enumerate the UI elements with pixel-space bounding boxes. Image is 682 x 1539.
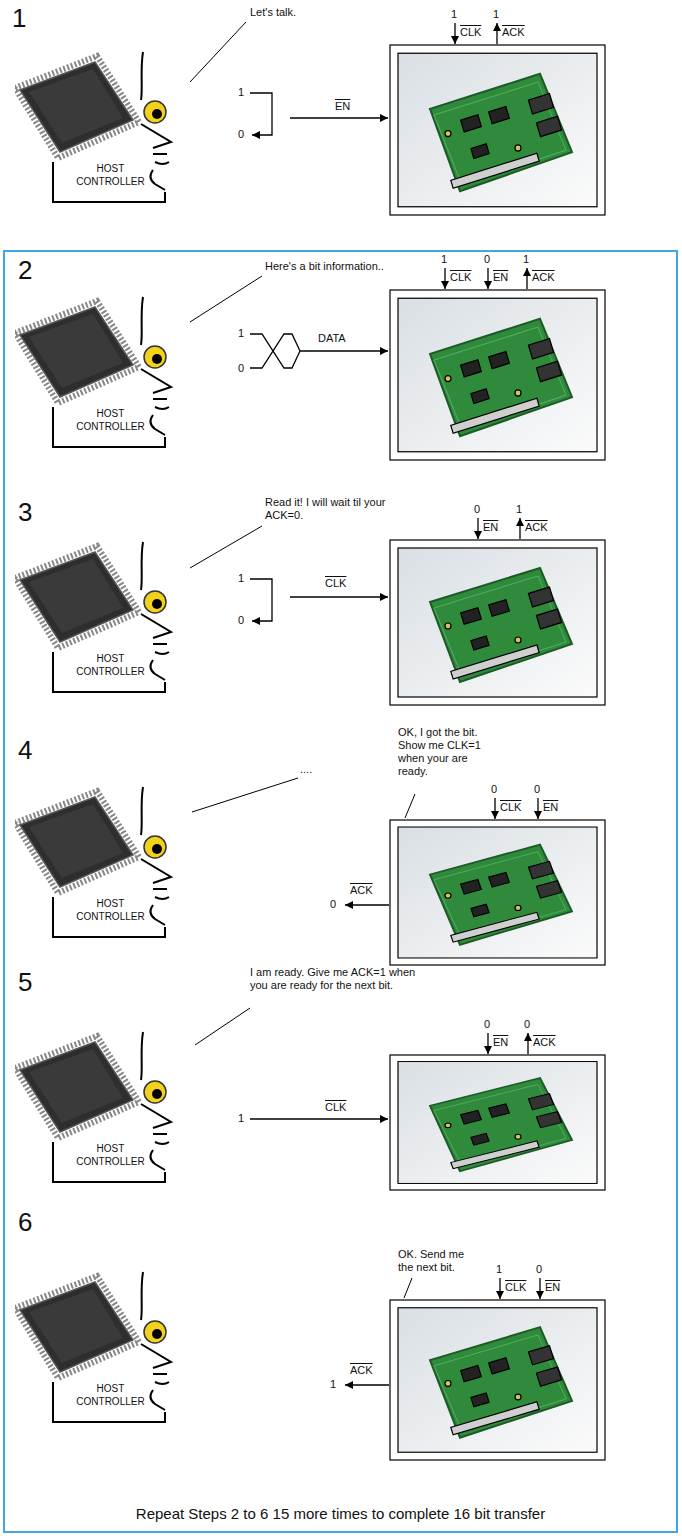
- host-label: HOST CONTROLLER: [63, 897, 158, 923]
- signal-name: DATA: [318, 332, 346, 345]
- signal-name: EN: [335, 100, 350, 113]
- signal-value: 0: [238, 614, 244, 627]
- step-number: 2: [18, 256, 32, 284]
- signal-value: 1: [238, 1112, 244, 1125]
- signal-value: 0: [536, 1263, 542, 1276]
- signal-name: EN: [543, 801, 558, 814]
- signal-name: EN: [493, 271, 508, 284]
- speech-text: Read it! I will wait til your ACK=0.: [265, 496, 425, 522]
- signal-value: 1: [238, 572, 244, 585]
- signal-value: 0: [474, 503, 480, 516]
- signal-name: ACK: [525, 521, 548, 534]
- signal-name: CLK: [505, 1281, 526, 1294]
- signal-name: EN: [483, 521, 498, 534]
- signal-value: 1: [238, 86, 244, 99]
- host-label: HOST CONTROLLER: [63, 652, 158, 678]
- host-label: HOST CONTROLLER: [63, 1382, 158, 1408]
- steps-frame: Repeat Steps 2 to 6 15 more times to com…: [3, 250, 678, 1533]
- speech-text: OK. Send me the next bit.: [398, 1248, 480, 1274]
- signal-name: CLK: [460, 26, 481, 39]
- board-picture: [390, 45, 605, 1460]
- signal-value: 0: [534, 783, 540, 796]
- signal-value: 0: [484, 1018, 490, 1031]
- signal-name: EN: [493, 1036, 508, 1049]
- signal-value: 1: [238, 327, 244, 340]
- speech-text: I am ready. Give me ACK=1 when you are r…: [250, 966, 425, 992]
- host-label: HOST CONTROLLER: [63, 407, 158, 433]
- signal-value: 1: [523, 253, 529, 266]
- speech-text: Here's a bit information..: [265, 260, 435, 273]
- step-number: 3: [18, 498, 32, 526]
- step-number: 5: [18, 968, 32, 996]
- signal-value: 0: [238, 128, 244, 141]
- host-label: HOST CONTROLLER: [63, 1142, 158, 1168]
- repeat-caption: Repeat Steps 2 to 6 15 more times to com…: [5, 1505, 676, 1523]
- signal-name: CLK: [325, 1101, 346, 1114]
- speech-text: Let's talk.: [250, 6, 370, 19]
- signal-name: ACK: [350, 1364, 373, 1377]
- signal-value: 1: [516, 503, 522, 516]
- signal-value: 0: [491, 783, 497, 796]
- speech-text: OK, I got the bit. Show me CLK=1 when yo…: [398, 726, 483, 778]
- step-number: 6: [18, 1208, 32, 1236]
- host-label: HOST CONTROLLER: [63, 162, 158, 188]
- signal-name: CLK: [500, 801, 521, 814]
- signal-value: 1: [441, 253, 447, 266]
- signal-name: CLK: [325, 577, 346, 590]
- signal-value: 1: [493, 8, 499, 21]
- signal-arrows: [250, 23, 540, 1385]
- speech-text: ....: [300, 763, 340, 776]
- signal-name: CLK: [450, 271, 471, 284]
- signal-value: 0: [238, 362, 244, 375]
- step-number: 4: [18, 736, 32, 764]
- signal-value: 0: [330, 898, 336, 911]
- signal-name: EN: [545, 1281, 560, 1294]
- signal-value: 1: [496, 1263, 502, 1276]
- signal-value: 0: [484, 253, 490, 266]
- signal-value: 0: [524, 1018, 530, 1031]
- signal-value: 1: [451, 8, 457, 21]
- signal-name: ACK: [533, 1036, 556, 1049]
- signal-value: 1: [330, 1378, 336, 1391]
- host-figure: [15, 52, 171, 1422]
- speech-leader: [190, 22, 415, 1298]
- step-number: 1: [12, 4, 26, 32]
- signal-name: ACK: [350, 884, 373, 897]
- signal-name: ACK: [532, 271, 555, 284]
- signal-name: ACK: [502, 26, 525, 39]
